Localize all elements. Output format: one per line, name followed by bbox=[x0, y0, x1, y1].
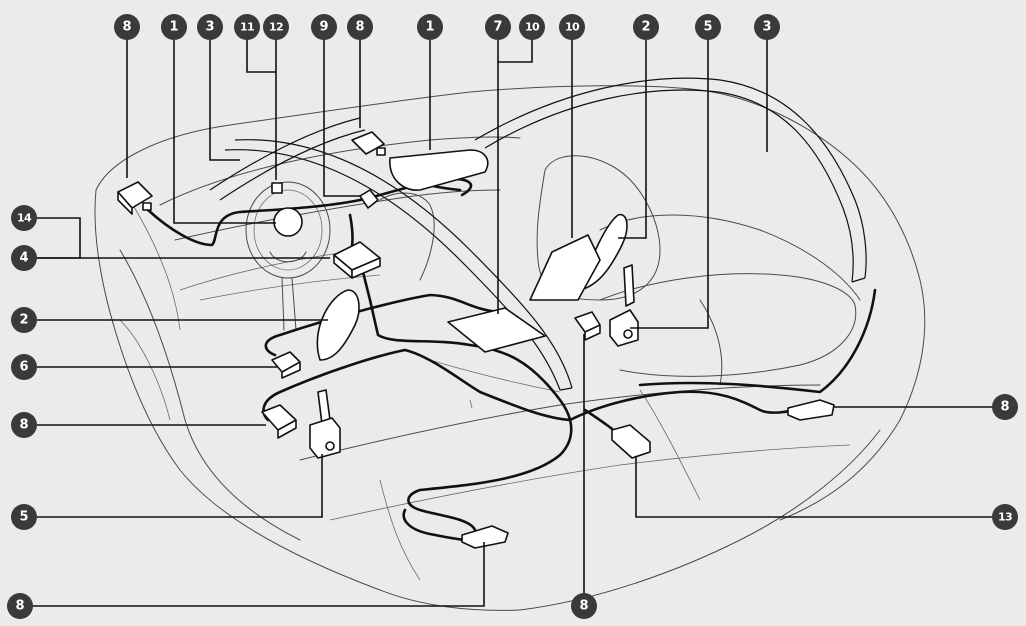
callout-8-bottom-left: 8 bbox=[7, 593, 33, 619]
svg-text:8: 8 bbox=[19, 418, 28, 433]
svg-text:5: 5 bbox=[703, 20, 712, 35]
callout-10-b: 10 bbox=[559, 14, 585, 40]
callout-5-left: 5 bbox=[11, 504, 37, 530]
seat-belt-tensioner-right bbox=[609, 264, 639, 347]
callout-10-a: 10 bbox=[519, 14, 545, 40]
callout-13: 13 bbox=[992, 504, 1018, 530]
svg-text:10: 10 bbox=[525, 21, 540, 34]
svg-text:7: 7 bbox=[493, 20, 502, 35]
cable-reel bbox=[271, 182, 283, 194]
svg-text:1: 1 bbox=[169, 20, 178, 35]
seat-belt-tensioner-left bbox=[309, 389, 341, 459]
impact-sensor-rear-left bbox=[461, 525, 509, 549]
callout-8-right: 8 bbox=[992, 394, 1018, 420]
callout-3-top-left: 3 bbox=[197, 14, 223, 40]
callout-12: 12 bbox=[263, 14, 289, 40]
callout-14: 14 bbox=[11, 205, 37, 231]
occupant-position-sensor bbox=[271, 351, 301, 379]
driver-front-airbag bbox=[273, 207, 303, 237]
srs-unit bbox=[333, 241, 381, 279]
seat-weight-sensor-back bbox=[529, 234, 601, 301]
callout-8-left: 8 bbox=[11, 412, 37, 438]
passenger-sensor bbox=[359, 189, 379, 209]
svg-text:8: 8 bbox=[1000, 400, 1009, 415]
svg-text:3: 3 bbox=[205, 20, 214, 35]
svg-text:8: 8 bbox=[579, 599, 588, 614]
svg-text:1: 1 bbox=[425, 20, 434, 35]
callout-3-top-right: 3 bbox=[754, 14, 780, 40]
car-body-outline bbox=[94, 85, 926, 611]
callout-4: 4 bbox=[11, 245, 37, 271]
impact-sensor-front-left bbox=[117, 181, 153, 215]
svg-text:14: 14 bbox=[17, 212, 32, 225]
rear-impact-sensor bbox=[611, 424, 651, 459]
passenger-front-airbag bbox=[389, 149, 489, 191]
callout-9: 9 bbox=[311, 14, 337, 40]
svg-text:2: 2 bbox=[641, 20, 650, 35]
callout-1-top-left: 1 bbox=[161, 14, 187, 40]
svg-text:8: 8 bbox=[122, 20, 131, 35]
srs-components bbox=[117, 131, 835, 549]
svg-text:3: 3 bbox=[762, 20, 771, 35]
callout-2-top: 2 bbox=[633, 14, 659, 40]
impact-sensor-front-center bbox=[351, 131, 386, 156]
svg-text:13: 13 bbox=[998, 511, 1012, 524]
front-side-airbag-left bbox=[316, 289, 360, 361]
svg-text:12: 12 bbox=[269, 21, 283, 34]
svg-text:11: 11 bbox=[240, 21, 254, 34]
svg-text:2: 2 bbox=[19, 313, 28, 328]
svg-text:5: 5 bbox=[19, 510, 28, 525]
callout-8-top-left: 8 bbox=[114, 14, 140, 40]
seat-weight-sensor-cushion bbox=[447, 307, 546, 353]
callout-1-top-mid: 1 bbox=[417, 14, 443, 40]
callout-7: 7 bbox=[485, 14, 511, 40]
svg-text:9: 9 bbox=[319, 20, 328, 35]
leader-lines bbox=[27, 38, 1006, 607]
impact-sensor-rear-right bbox=[787, 399, 835, 421]
impact-sensor-center-pillar bbox=[574, 311, 601, 341]
callout-6: 6 bbox=[11, 354, 37, 380]
svg-text:6: 6 bbox=[19, 360, 28, 375]
impact-sensor-left-side bbox=[261, 404, 297, 439]
callout-8-bottom: 8 bbox=[571, 593, 597, 619]
svg-text:8: 8 bbox=[355, 20, 364, 35]
callout-11: 11 bbox=[234, 14, 260, 40]
callout-5-top: 5 bbox=[695, 14, 721, 40]
svg-text:10: 10 bbox=[565, 21, 580, 34]
svg-text:8: 8 bbox=[15, 599, 24, 614]
curtain-airbags bbox=[209, 77, 867, 391]
callout-badges: 8 1 3 11 12 9 8 1 7 10 10 2 5 3 14 4 2 6… bbox=[7, 14, 1018, 619]
callout-8-top-mid: 8 bbox=[347, 14, 373, 40]
callout-2-left: 2 bbox=[11, 307, 37, 333]
wiring-harness bbox=[146, 173, 877, 543]
svg-text:4: 4 bbox=[19, 251, 28, 266]
